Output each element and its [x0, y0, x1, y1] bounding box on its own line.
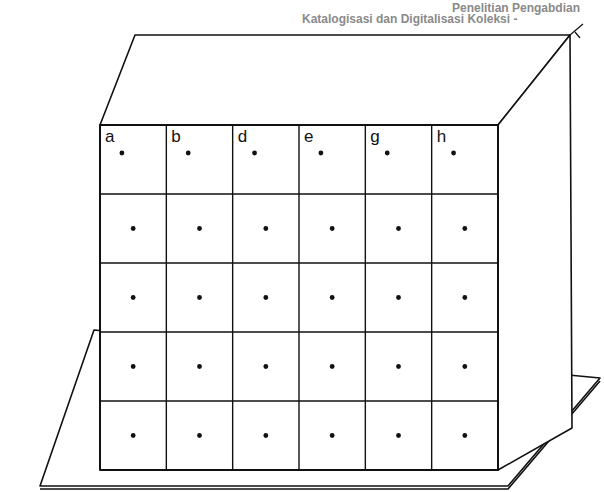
drawer-knob: [462, 295, 467, 300]
drawer-knob: [131, 433, 136, 438]
drawer-cell: g: [365, 125, 431, 194]
drawer-knob: [462, 364, 467, 369]
drawer-knob: [197, 226, 202, 231]
drawer-letter: d: [233, 125, 247, 145]
drawer-knob: [330, 433, 335, 438]
drawer-knob: [131, 295, 136, 300]
drawer-cell: h: [432, 125, 498, 194]
drawer-knob: [462, 226, 467, 231]
column-divider: [365, 125, 366, 470]
drawer-knob: [318, 151, 323, 156]
drawer-knob: [263, 364, 268, 369]
drawer-knob: [131, 226, 136, 231]
drawer-knob: [330, 295, 335, 300]
drawer-knob: [131, 364, 136, 369]
drawer-letter: g: [365, 125, 379, 145]
drawer-knob: [263, 295, 268, 300]
drawer-knob: [330, 226, 335, 231]
drawer-letter: a: [100, 125, 114, 145]
drawer-knob: [263, 226, 268, 231]
drawer-knob: [396, 433, 401, 438]
drawer-cell: e: [299, 125, 365, 194]
row-divider: [100, 400, 498, 401]
drawer-knob: [197, 433, 202, 438]
drawer-knob: [197, 295, 202, 300]
drawer-cell: d: [233, 125, 299, 194]
box-top: [100, 35, 570, 125]
row-divider: [100, 262, 498, 263]
watermark: Katalogisasi dan Digitalisasi Koleksi -: [302, 12, 517, 26]
drawer-knob: [119, 151, 124, 156]
row-divider: [100, 193, 498, 194]
drawer-knob: [385, 151, 390, 156]
column-divider: [232, 125, 233, 470]
box-side: [498, 35, 572, 470]
drawer-knob: [396, 226, 401, 231]
drawer-knob: [197, 364, 202, 369]
drawer-knob: [462, 433, 467, 438]
box-front: [100, 125, 498, 470]
column-divider: [431, 125, 432, 470]
drawer-letter: b: [166, 125, 180, 145]
drawer-knob: [263, 433, 268, 438]
drawer-cell: b: [166, 125, 232, 194]
drawer-knob: [396, 364, 401, 369]
drawer-knob: [330, 364, 335, 369]
drawer-letter: e: [299, 125, 313, 145]
check-mark: [570, 24, 583, 38]
drawer-letter: h: [432, 125, 446, 145]
column-divider: [166, 125, 167, 470]
drawer-knob: [186, 151, 191, 156]
drawer-knob: [252, 151, 257, 156]
column-divider: [298, 125, 299, 470]
drawer-knob: [396, 295, 401, 300]
row-divider: [100, 331, 498, 332]
drawer-cell: a: [100, 125, 166, 194]
drawer-knob: [451, 151, 456, 156]
